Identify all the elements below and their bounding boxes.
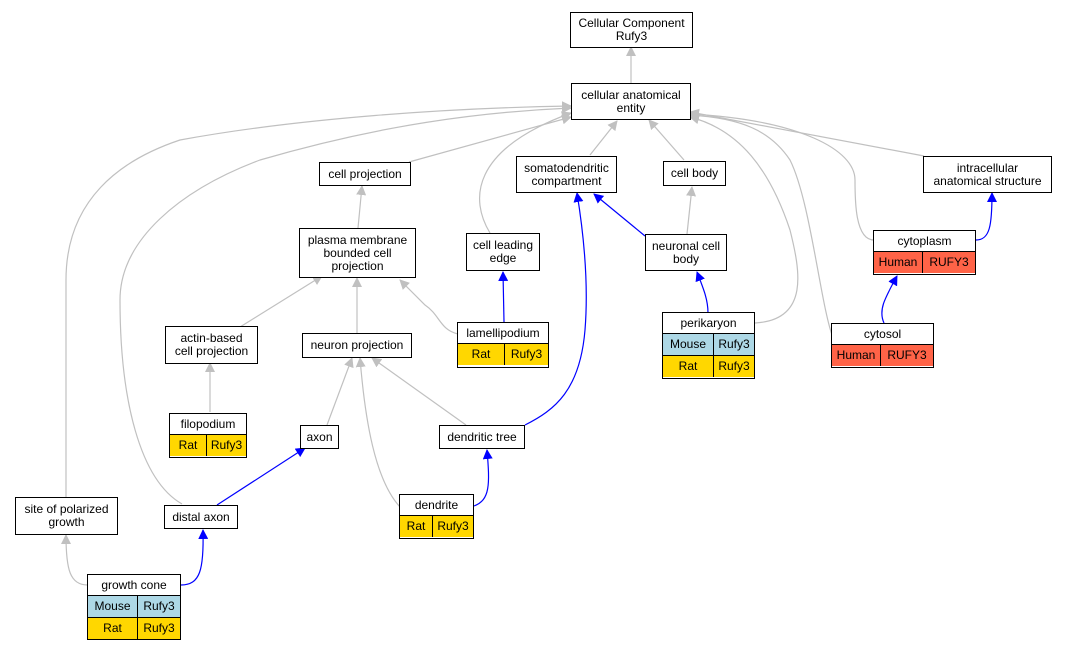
edge-cellbody-cae bbox=[648, 119, 685, 161]
edge-axon-neuronproj bbox=[326, 357, 354, 426]
node-actin-based-cell-projection[interactable]: actin-based cell projection bbox=[165, 326, 258, 364]
table-cytoplasm[interactable]: cytoplasm Human RUFY3 bbox=[873, 230, 976, 275]
table-row: Human RUFY3 bbox=[874, 252, 975, 273]
edge-distalaxon-axon bbox=[216, 447, 306, 506]
node-plasma-membrane-bounded-cell-projection[interactable]: plasma membrane bounded cell projection bbox=[299, 228, 416, 278]
node-cell-projection[interactable]: cell projection bbox=[319, 162, 411, 186]
edge-leadingedge-cae bbox=[479, 111, 572, 234]
gene-cell: RUFY3 bbox=[881, 345, 933, 366]
edge-cytosol-cytoplasm bbox=[881, 275, 898, 324]
table-row: Rat Rufy3 bbox=[458, 344, 548, 365]
table-cytosol[interactable]: cytosol Human RUFY3 bbox=[831, 323, 934, 368]
gene-cell: Rufy3 bbox=[714, 356, 754, 377]
table-filopodium[interactable]: filopodium Rat Rufy3 bbox=[169, 413, 247, 458]
table-dendrite[interactable]: dendrite Rat Rufy3 bbox=[399, 494, 474, 539]
node-site-of-polarized-growth[interactable]: site of polarized growth bbox=[15, 497, 118, 535]
edge-perikaryon-neuronalbody bbox=[695, 271, 709, 314]
edge-growthcone-site bbox=[61, 534, 89, 586]
node-cell-body[interactable]: cell body bbox=[663, 161, 726, 186]
gene-cell: Rufy3 bbox=[138, 596, 180, 617]
gene-cell: Rufy3 bbox=[505, 344, 548, 365]
node-distal-axon[interactable]: distal axon bbox=[164, 505, 238, 529]
gene-cell: Rufy3 bbox=[714, 334, 754, 355]
table-title: cytoplasm bbox=[874, 231, 975, 252]
edge-dendrite-dendritictree bbox=[473, 449, 493, 507]
species-cell: Rat bbox=[458, 344, 505, 365]
table-row: Rat Rufy3 bbox=[400, 516, 473, 537]
edge-intracellular-cae bbox=[689, 108, 925, 157]
edge-distalaxon-cae bbox=[119, 103, 572, 505]
node-somatodendritic-compartment[interactable]: somatodendritic compartment bbox=[516, 156, 617, 193]
table-row: Rat Rufy3 bbox=[88, 618, 180, 639]
node-neuronal-cell-body[interactable]: neuronal cell body bbox=[645, 234, 727, 271]
gene-cell: Rufy3 bbox=[207, 435, 246, 456]
gene-cell: Rufy3 bbox=[433, 516, 473, 537]
table-lamellipodium[interactable]: lamellipodium Rat Rufy3 bbox=[457, 322, 549, 368]
edge-dendritictree-neuronproj bbox=[371, 357, 467, 426]
table-row: Mouse Rufy3 bbox=[663, 334, 754, 356]
edge-pmbcp-cellprojection bbox=[356, 185, 367, 229]
edge-lamellipodium-pmbcp bbox=[399, 279, 459, 335]
species-cell: Rat bbox=[170, 435, 207, 456]
node-axon[interactable]: axon bbox=[300, 425, 339, 449]
edge-actin-pmbcp bbox=[239, 275, 323, 328]
species-cell: Mouse bbox=[88, 596, 138, 617]
table-row: Rat Rufy3 bbox=[663, 356, 754, 377]
edge-neuronalbody-cellbody bbox=[686, 186, 697, 235]
edge-growthcone-distalaxon bbox=[180, 529, 209, 586]
node-cell-leading-edge[interactable]: cell leading edge bbox=[466, 233, 540, 271]
table-row: Mouse Rufy3 bbox=[88, 596, 180, 618]
edge-neuronalbody-somato bbox=[593, 193, 646, 237]
table-title: lamellipodium bbox=[458, 323, 548, 344]
edge-somato-cae bbox=[589, 120, 618, 156]
edge-dendrite-neuronproj bbox=[355, 357, 401, 508]
node-cellular-component-root[interactable]: Cellular Component Rufy3 bbox=[570, 12, 693, 48]
node-intracellular-anatomical-structure[interactable]: intracellular anatomical structure bbox=[923, 156, 1052, 193]
species-cell: Human bbox=[832, 345, 881, 366]
table-row: Human RUFY3 bbox=[832, 345, 933, 366]
edge-perikaryon-cae bbox=[689, 114, 799, 324]
gene-cell: Rufy3 bbox=[138, 618, 180, 639]
node-cellular-anatomical-entity[interactable]: cellular anatomical entity bbox=[571, 83, 691, 120]
node-neuron-projection[interactable]: neuron projection bbox=[302, 333, 412, 358]
species-cell: Human bbox=[874, 252, 923, 273]
edge-cytosol-cae bbox=[689, 110, 833, 336]
species-cell: Rat bbox=[400, 516, 433, 537]
edge-cytoplasm-intracellular bbox=[975, 192, 997, 241]
table-title: filopodium bbox=[170, 414, 246, 435]
table-title: growth cone bbox=[88, 575, 180, 596]
table-title: dendrite bbox=[400, 495, 473, 516]
node-dendritic-tree[interactable]: dendritic tree bbox=[439, 425, 525, 449]
species-cell: Mouse bbox=[663, 334, 714, 355]
edge-dendritictree-somato bbox=[524, 192, 587, 426]
species-cell: Rat bbox=[663, 356, 714, 377]
table-row: Rat Rufy3 bbox=[170, 435, 246, 456]
edge-sitepolarized-cae bbox=[65, 101, 572, 497]
species-cell: Rat bbox=[88, 618, 138, 639]
table-perikaryon[interactable]: perikaryon Mouse Rufy3 Rat Rufy3 bbox=[662, 312, 755, 379]
table-growth-cone[interactable]: growth cone Mouse Rufy3 Rat Rufy3 bbox=[87, 574, 181, 640]
gene-cell: RUFY3 bbox=[923, 252, 975, 273]
edge-lamellipodium-leadingedge bbox=[498, 271, 509, 323]
table-title: cytosol bbox=[832, 324, 933, 345]
edge-cytoplasm-cae bbox=[689, 109, 875, 241]
table-title: perikaryon bbox=[663, 313, 754, 334]
